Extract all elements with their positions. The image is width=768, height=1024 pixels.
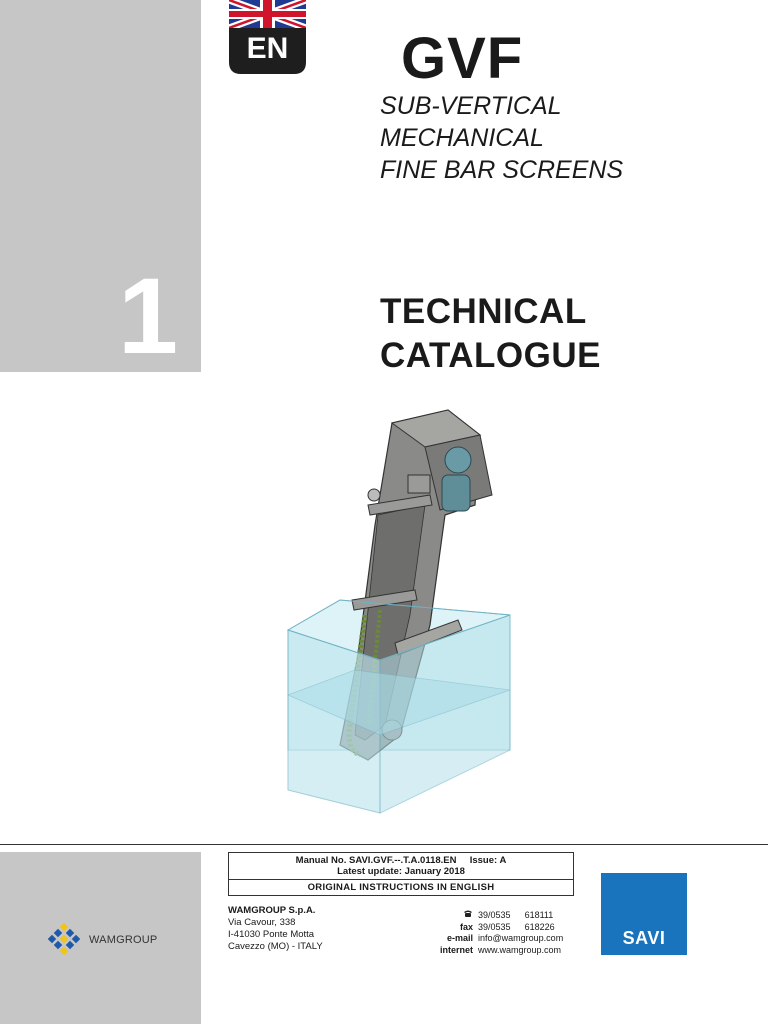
top-gray-band [0, 0, 201, 372]
fax-label: fax [460, 921, 474, 932]
product-subtitle: SUB-VERTICAL MECHANICAL FINE BAR SCREENS [380, 90, 623, 186]
company-address: WAMGROUP S.p.A. Via Cavour, 338 I-41030 … [228, 905, 323, 953]
fax-value: 39/0535 [478, 921, 511, 932]
manual-info-top: Manual No. SAVI.GVF.--.T.A.0118.EN Issue… [229, 853, 573, 880]
fax-value-2: 618226 [524, 921, 555, 932]
language-badge: EN [229, 0, 306, 74]
section-line: TECHNICAL [380, 292, 587, 331]
latest-update: Latest update: January 2018 [337, 866, 465, 877]
bottom-gray-band [0, 852, 201, 1024]
manual-number: Manual No. SAVI.GVF.--.T.A.0118.EN [295, 855, 457, 866]
section-number: 1 [118, 255, 179, 376]
subtitle-line: MECHANICAL [380, 124, 544, 152]
subtitle-line: SUB-VERTICAL [380, 92, 562, 120]
internet-value: www.wamgroup.com [478, 944, 562, 955]
phone-value-2: 618111 [524, 909, 554, 920]
email-value: info@wamgroup.com [478, 933, 564, 943]
contact-row-phone: 39/0535 618111 [440, 909, 566, 922]
section-title: TECHNICAL CATALOGUE [380, 290, 601, 378]
address-line: Cavezzo (MO) - ITALY [228, 941, 323, 952]
savi-logo: SAVI [601, 873, 687, 955]
contact-info: 39/0535 618111 fax 39/0535 618226 e-mail i… [440, 909, 566, 956]
section-line: CATALOGUE [380, 336, 601, 375]
bar-screen-illustration [286, 409, 511, 814]
phone-value: 39/0535 [478, 909, 511, 920]
wamgroup-mark-icon [47, 922, 81, 956]
wamgroup-logo: WAMGROUP [43, 922, 173, 956]
address-line: I-41030 Ponte Motta [228, 929, 315, 940]
product-title: GVF [401, 26, 524, 91]
wamgroup-logo-text: WAMGROUP [89, 934, 158, 946]
address-line: Via Cavour, 338 [228, 917, 296, 928]
company-name: WAMGROUP S.p.A. [228, 905, 316, 916]
savi-logo-text: SAVI [622, 928, 666, 948]
subtitle-line: FINE BAR SCREENS [380, 156, 624, 184]
original-instructions: ORIGINAL INSTRUCTIONS IN ENGLISH [307, 882, 495, 893]
manual-issue: Issue: A [469, 855, 507, 866]
uk-flag-icon [229, 0, 306, 74]
contact-row-fax: fax 39/0535 618226 [440, 922, 566, 934]
language-code: EN [246, 32, 289, 65]
email-label: e-mail [447, 933, 474, 943]
contact-row-email: e-mail info@wamgroup.com [440, 933, 566, 945]
phone-label [440, 909, 478, 922]
internet-label: internet [440, 944, 474, 955]
manual-info-box: Manual No. SAVI.GVF.--.T.A.0118.EN Issue… [228, 852, 574, 896]
contact-row-internet: internet www.wamgroup.com [440, 945, 566, 957]
phone-icon [464, 910, 473, 917]
footer-divider [0, 844, 768, 845]
